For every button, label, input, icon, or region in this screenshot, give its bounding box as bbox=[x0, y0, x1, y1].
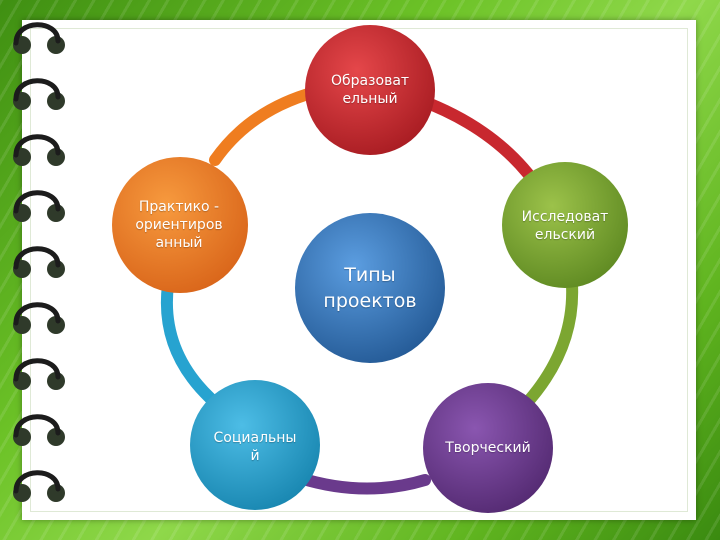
arc-practical-educational bbox=[209, 86, 321, 166]
arc-creative-social bbox=[294, 472, 431, 495]
arc-research-creative bbox=[519, 279, 579, 411]
node-social bbox=[190, 380, 320, 510]
node-center bbox=[295, 213, 445, 363]
binding-ring bbox=[13, 78, 65, 110]
arc-social-practical bbox=[160, 279, 216, 404]
center-label: Типы проектов bbox=[323, 264, 417, 312]
binding-ring bbox=[13, 302, 65, 334]
node-practical bbox=[112, 157, 248, 293]
binding-ring bbox=[13, 134, 65, 166]
node-creative-label: Творческий bbox=[445, 440, 531, 456]
node-social-label: Социальны й bbox=[213, 430, 297, 464]
binding-ring bbox=[13, 190, 65, 222]
node-practical-label: Практико - ориентиров анный bbox=[135, 199, 223, 251]
binding-ring bbox=[13, 470, 65, 502]
binding-ring bbox=[13, 22, 65, 54]
binding-ring bbox=[13, 358, 65, 390]
node-research-label: Исследоват ельский bbox=[521, 209, 609, 243]
binding-ring bbox=[13, 246, 65, 278]
arc-educational-research bbox=[414, 94, 546, 196]
binding-ring bbox=[13, 414, 65, 446]
node-research bbox=[502, 162, 628, 288]
node-educational-label: Образоват ельный bbox=[330, 73, 410, 107]
binding-rings bbox=[13, 22, 65, 502]
node-educational bbox=[305, 25, 435, 155]
spiral-binding bbox=[13, 22, 65, 502]
node-creative bbox=[423, 383, 553, 513]
